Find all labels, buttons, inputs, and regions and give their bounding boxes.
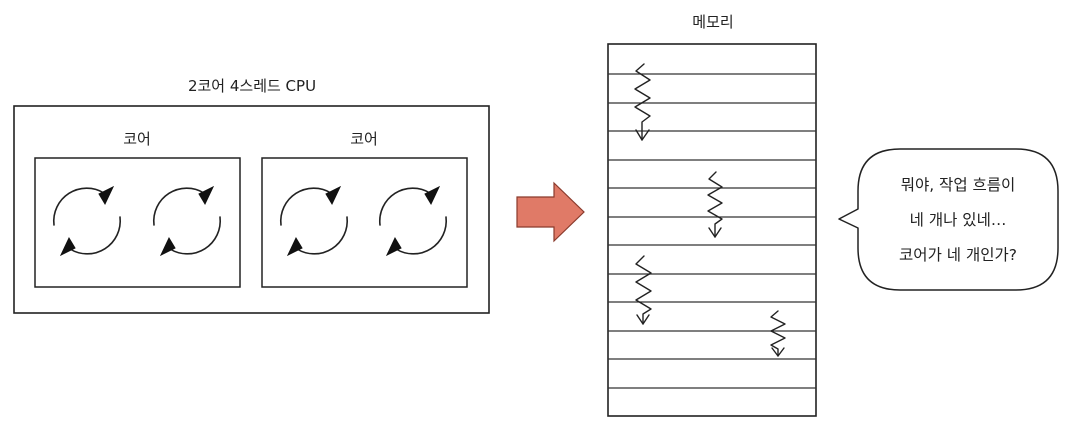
- memory-title: 메모리: [692, 13, 733, 31]
- execution-flow-3: [635, 255, 652, 325]
- core-1-label: 코어: [123, 130, 151, 148]
- speech-line-3: 코어가 네 개인가?: [899, 246, 1017, 264]
- thread-icon: [279, 185, 349, 257]
- execution-flow-2: [707, 171, 723, 238]
- memory-box: [607, 43, 817, 417]
- thread-icon: [378, 185, 448, 257]
- core-2-label: 코어: [350, 130, 378, 148]
- execution-flow-1: [634, 63, 651, 141]
- thread-icon: [52, 185, 122, 257]
- thread-icon: [152, 185, 222, 257]
- core-2-box: [261, 157, 468, 288]
- cpu-title: 2코어 4스레드 CPU: [188, 77, 316, 95]
- speech-line-1: 뭐야, 작업 흐름이: [901, 176, 1016, 194]
- core-1: 코어: [34, 130, 241, 288]
- memory-rows: [608, 73, 816, 389]
- core-1-box: [34, 157, 241, 288]
- speech-bubble: [838, 148, 1059, 291]
- right-arrow-icon: [516, 181, 585, 243]
- cpu-box: [13, 105, 490, 314]
- core-2: 코어: [261, 130, 468, 288]
- speech-line-2: 네 개나 있네…: [910, 211, 1007, 229]
- execution-flow-4: [770, 310, 786, 357]
